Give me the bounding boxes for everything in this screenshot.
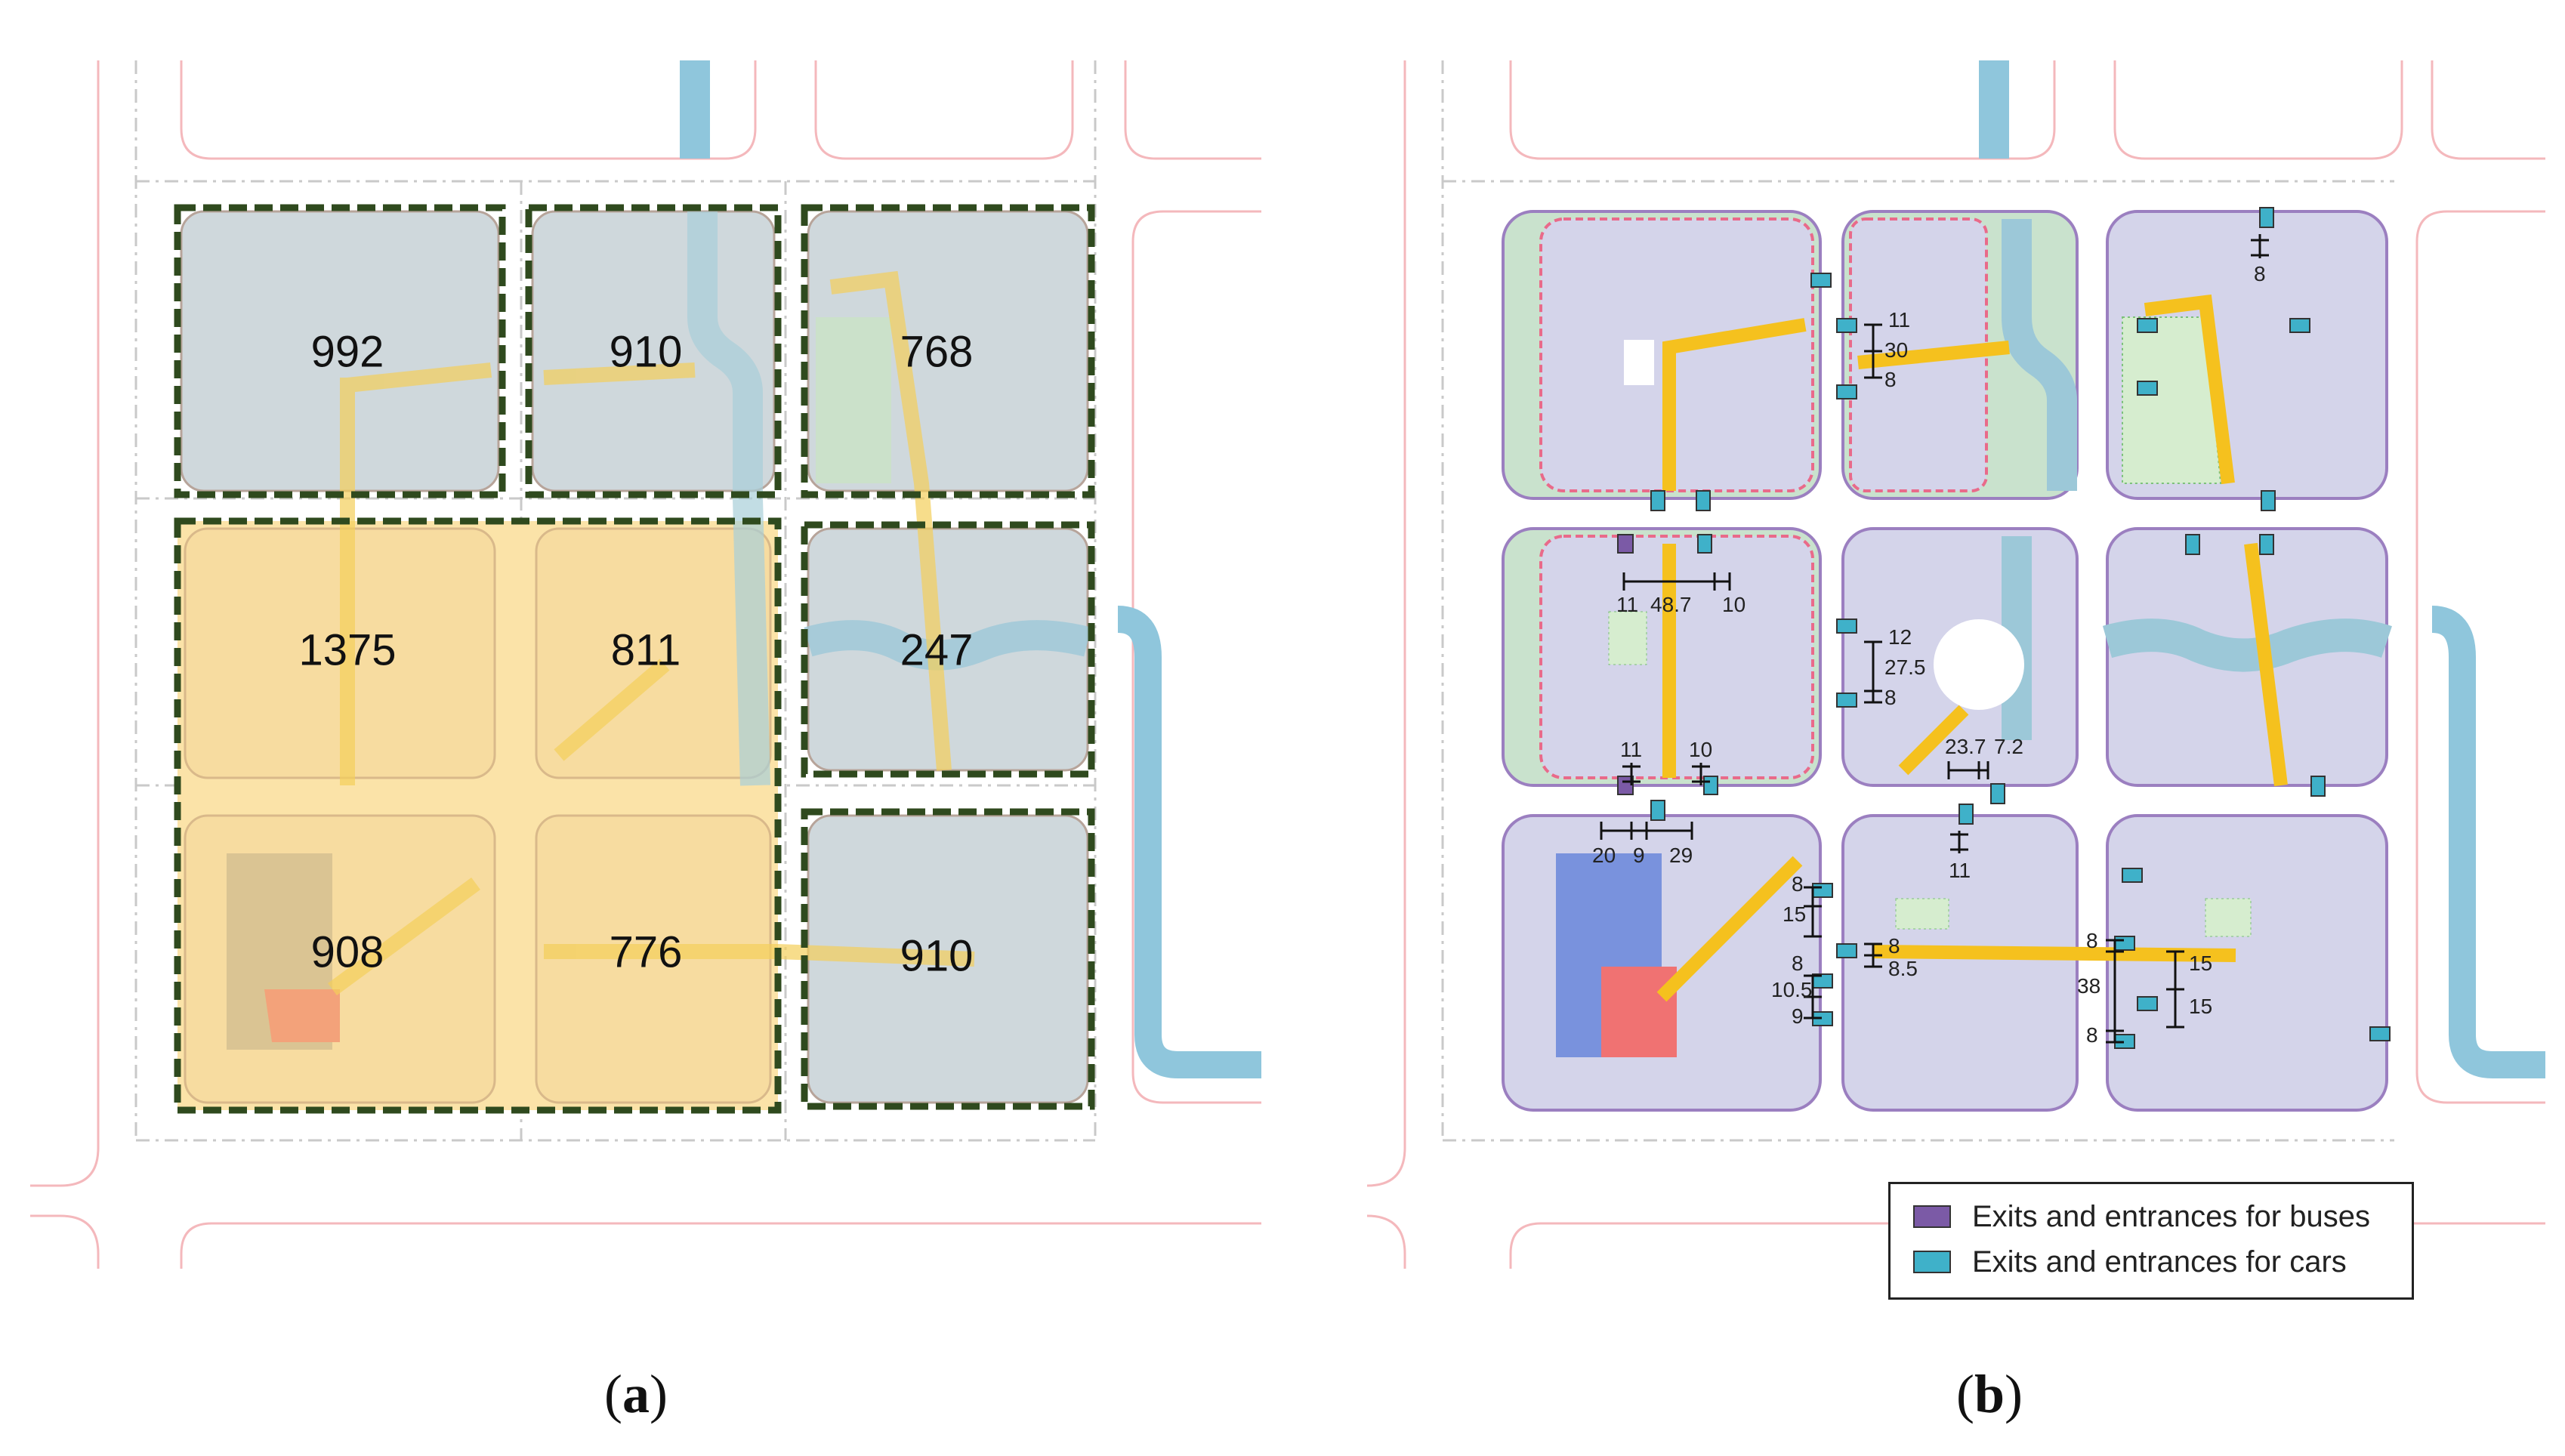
- plaza-b: [1601, 967, 1677, 1057]
- green-space-768: [816, 317, 891, 483]
- block-label-910-top: 910: [610, 327, 683, 376]
- legend-label-buses: Exits and entrances for buses: [1972, 1199, 2370, 1233]
- internal-roads-b: [1656, 294, 2288, 1002]
- white-lot-b: [1624, 340, 1654, 385]
- block-label-908: 908: [311, 927, 384, 976]
- dim-b5-0: 20: [1592, 844, 1616, 867]
- outer-roads-b: [1366, 60, 2545, 1269]
- caption-letter-a: a: [622, 1364, 650, 1424]
- dim-b3-2: 10: [1722, 593, 1745, 616]
- dim-b5-6: 10.5: [1771, 978, 1813, 1001]
- dim-b4-0: 12: [1888, 625, 1912, 649]
- car-markers-b: [1650, 207, 2391, 1049]
- dim-b1-2: 8: [1884, 368, 1897, 391]
- legend-label-cars: Exits and entrances for cars: [1972, 1245, 2347, 1279]
- dim-b5-7: 9: [1792, 1004, 1804, 1028]
- outer-roads-a: [30, 60, 1261, 1269]
- caption-b: (b): [1956, 1364, 2023, 1424]
- grey-blocks-a: [180, 210, 1089, 1104]
- dim-b3-3: 11: [1620, 738, 1642, 761]
- green-area-b3: [1895, 898, 1949, 930]
- green-area-b2: [1608, 611, 1647, 665]
- block-label-811: 811: [611, 625, 681, 674]
- inner-river-b1: [2002, 219, 2077, 491]
- map-a-canvas: 992 910 768 1375 811 247 908 776 910: [30, 60, 1261, 1269]
- river-north-b: [1979, 60, 2009, 159]
- dim-b4-4: 7.2: [1994, 735, 2023, 758]
- dim-b5-3: 8: [1792, 872, 1804, 896]
- dim-b6-3: 8: [2086, 929, 2098, 952]
- green-area-b1: [2122, 316, 2222, 484]
- block-label-247: 247: [900, 625, 974, 674]
- map-panel-a: 992 910 768 1375 811 247 908 776 910: [30, 60, 1261, 1269]
- legend-item-buses: Exits and entrances for buses: [1913, 1198, 2370, 1235]
- dim-b2-0: 8: [2254, 262, 2266, 285]
- inner-river-a: [687, 211, 770, 786]
- legend-swatch-cars: [1913, 1251, 1951, 1273]
- boundary-lines-b: [1441, 60, 2394, 1142]
- block-label-992: 992: [311, 327, 384, 376]
- dim-b1-0: 11: [1888, 308, 1910, 332]
- dim-b4-1: 27.5: [1884, 656, 1926, 679]
- dim-b7-1: 15: [2189, 995, 2212, 1018]
- dim-b5-5: 8: [1792, 952, 1804, 975]
- dim-b5-4: 15: [1783, 902, 1806, 926]
- caption-a: (a): [604, 1364, 668, 1424]
- dim-b6-2: 8.5: [1888, 957, 1918, 980]
- block-label-1375: 1375: [298, 625, 396, 674]
- caption-letter-b: b: [1974, 1364, 2005, 1424]
- roundabout-b: [1934, 619, 2024, 710]
- block-label-910-bottom: 910: [900, 931, 974, 980]
- river-east-block-b: [2102, 618, 2392, 672]
- dim-b6-1: 8: [1888, 934, 1900, 958]
- river-east-b: [2431, 606, 2545, 1078]
- legend-item-cars: Exits and entrances for cars: [1913, 1243, 2347, 1281]
- dim-b4-2: 8: [1884, 686, 1897, 709]
- map-panel-b: 11 30 8 8 11 48.7 10 11 10 12 27.5 8 23.…: [1360, 60, 2545, 1269]
- dim-b5-1: 9: [1633, 844, 1645, 867]
- dim-b6-4: 38: [2077, 974, 2100, 998]
- map-b-canvas: 11 30 8 8 11 48.7 10 11 10 12 27.5 8 23.…: [1366, 60, 2545, 1269]
- dim-b6-0: 11: [1949, 859, 1971, 882]
- dimension-lines-b: [1600, 234, 2269, 1044]
- dim-b3-1: 48.7: [1650, 593, 1692, 616]
- dim-b3-0: 11: [1616, 593, 1638, 616]
- river-north-a: [680, 60, 710, 159]
- map-legend: Exits and entrances for buses Exits and …: [1888, 1182, 2414, 1300]
- block-label-768: 768: [900, 327, 974, 376]
- river-east-a: [1116, 606, 1261, 1078]
- green-area-b4: [2205, 898, 2252, 937]
- dim-b6-5: 8: [2086, 1023, 2098, 1047]
- plaza-a: [264, 989, 340, 1042]
- legend-swatch-buses: [1913, 1205, 1951, 1228]
- bus-markers-b: [1617, 534, 1634, 795]
- block-label-776: 776: [610, 927, 683, 976]
- dim-b7-0: 15: [2189, 952, 2212, 975]
- dashed-borders-a: [174, 204, 1095, 1114]
- dim-b5-2: 29: [1669, 844, 1693, 867]
- dim-b4-3: 23.7: [1945, 735, 1986, 758]
- dim-b1-1: 30: [1884, 338, 1908, 362]
- dim-b3-4: 10: [1689, 738, 1712, 761]
